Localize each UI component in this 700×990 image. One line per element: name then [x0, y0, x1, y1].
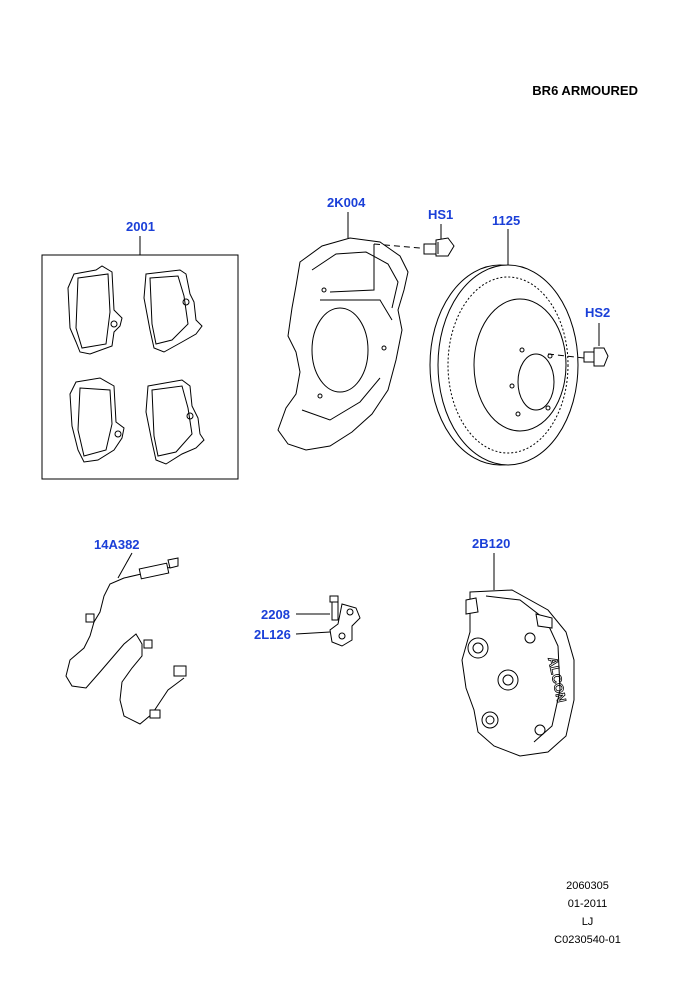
bracket-2l126[interactable] — [295, 603, 361, 647]
reference-code: 2060305 — [566, 880, 609, 892]
callout-hs2[interactable]: HS2 — [585, 305, 611, 320]
bolt-hs1[interactable] — [423, 224, 455, 257]
splash-shield[interactable] — [277, 212, 421, 451]
reference-drawing-number: C0230540-01 — [554, 934, 621, 946]
brake-disc[interactable] — [429, 229, 579, 466]
brake-pad — [145, 379, 205, 465]
callout-2k004[interactable]: 2K004 — [327, 195, 366, 210]
screw-hs2[interactable] — [547, 323, 609, 367]
bolt-2208[interactable] — [296, 595, 339, 621]
pad-wear-sensor[interactable] — [65, 552, 187, 725]
sensor-leader-line — [117, 552, 133, 579]
callout-2b120[interactable]: 2B120 — [472, 536, 511, 551]
diagram-title: BR6 ARMOURED — [532, 83, 638, 98]
callout-2001[interactable]: 2001 — [126, 219, 155, 234]
brake-pad — [67, 265, 123, 355]
brake-pad — [143, 269, 203, 353]
brake-caliper[interactable] — [461, 553, 575, 757]
reference-date: 01-2011 — [567, 898, 608, 910]
callout-1125[interactable]: 1125 — [492, 213, 521, 228]
callout-2l126[interactable]: 2L126 — [254, 627, 291, 642]
callout-14a382[interactable]: 14A382 — [94, 537, 140, 552]
brake-pads-set[interactable] — [41, 236, 239, 480]
bracket-leader-line — [295, 631, 331, 635]
reference-initials: LJ — [581, 916, 594, 928]
callout-2208[interactable]: 2208 — [261, 607, 290, 622]
brake-pad — [69, 377, 125, 463]
callout-hs1[interactable]: HS1 — [428, 207, 454, 222]
